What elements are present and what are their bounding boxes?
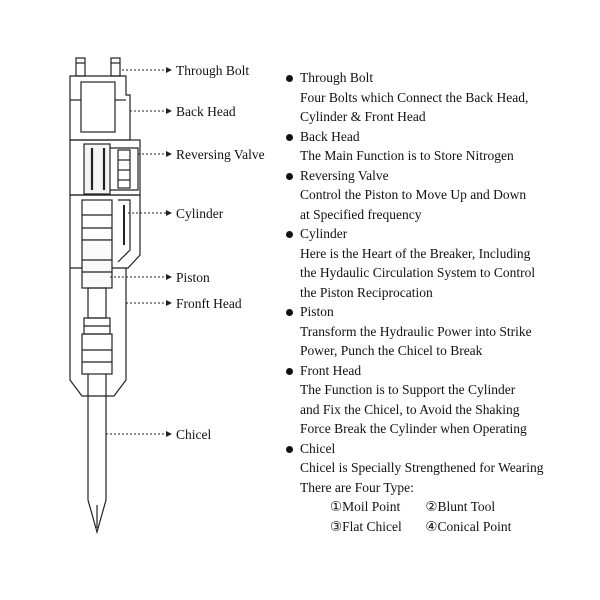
arrowhead-through-bolt [166,67,172,73]
bullet [286,172,293,180]
label-chicel: Chicel [176,427,211,442]
item-title: Through Bolt [300,70,374,85]
bullet [286,75,293,82]
arrowhead-back-head [166,108,172,114]
item-piston: Piston Transform the Hydraulic Power int… [286,302,588,361]
arrowhead-cylinder [166,210,172,216]
item-chicel: Chicel Chicel is Specially Strengthened … [286,439,588,498]
item-line: Chicel is Specially Strengthened for Wea… [300,460,544,475]
leader-lines [106,69,168,435]
back-head-drawing [69,75,131,141]
reversing-valve-drawing [69,139,141,196]
item-line: Cylinder & Front Head [300,109,426,124]
item-line: The Main Function is to Store Nitrogen [300,148,514,163]
item-line: at Specified frequency [300,206,422,222]
item-title: Piston [300,304,334,319]
item-line: Power, Punch the Chicel to Break [300,343,483,358]
item-title: Chicel [300,440,336,456]
through-bolt-drawing [75,57,121,77]
chicel-drawing [87,374,107,535]
type-moil-point: ①Moil Point [330,499,401,514]
arrowhead-reversing-valve [166,151,172,157]
type-blunt-tool: ②Blunt Tool [425,499,496,514]
item-title: Reversing Valve [300,167,389,183]
piston-drawing [81,239,113,319]
item-line: Force Break the Cylinder when Operating [300,421,527,436]
item-front-head: Front Head The Function is to Support th… [286,361,588,439]
item-line: the Hydaulic Circulation System to Contr… [300,265,536,280]
label-front-head: Fronft Head [176,296,242,311]
item-title: Cylinder [300,226,348,241]
bullet [286,133,293,141]
arrowhead-chicel [166,431,172,437]
item-line: Here is the Heart of the Breaker, Includ… [300,245,531,261]
chicel-types-row-1: ①Moil Point ②Blunt Tool [288,497,588,517]
label-through-bolt: Through Bolt [176,63,249,78]
item-through-bolt: Through Bolt Four Bolts which Connect th… [286,68,588,127]
item-line: Transform the Hydraulic Power into Strik… [300,323,532,339]
arrowhead-piston [166,274,172,280]
arrowheads [166,67,172,437]
item-cylinder: Cylinder Here is the Heart of the Breake… [286,224,588,302]
label-back-head: Back Head [176,104,236,119]
item-line: Control the Piston to Move Up and Down [300,187,527,202]
bullet [286,309,293,316]
item-line: There are Four Type: [300,479,414,495]
item-reversing-valve: Reversing Valve Control the Piston to Mo… [286,166,588,225]
item-title: Back Head [300,128,360,144]
description-list: Through Bolt Four Bolts which Connect th… [286,68,588,537]
item-line: the Piston Reciprocation [300,284,433,300]
item-title: Front Head [300,362,362,378]
type-flat-chicel: ③Flat Chicel [330,518,402,534]
label-reversing-valve: Reversing Valve [176,147,265,162]
chicel-types-row-2: ③Flat Chicel ④Conical Point [288,517,588,537]
bullet [286,231,293,238]
bullet [286,367,293,375]
type-conical-point: ④Conical Point [425,518,512,534]
item-line: and Fix the Chicel, to Avoid the Shaking [300,401,520,417]
item-line: The Function is to Support the Cylinder [300,382,516,397]
breaker-drawing [69,57,141,535]
arrowhead-front-head [166,300,172,306]
front-head-drawing [69,268,127,397]
bullet [286,445,293,453]
label-piston: Piston [176,270,210,285]
item-line: Four Bolts which Connect the Back Head, [300,89,529,105]
label-cylinder: Cylinder [176,206,224,221]
item-back-head: Back Head The Main Function is to Store … [286,127,588,166]
